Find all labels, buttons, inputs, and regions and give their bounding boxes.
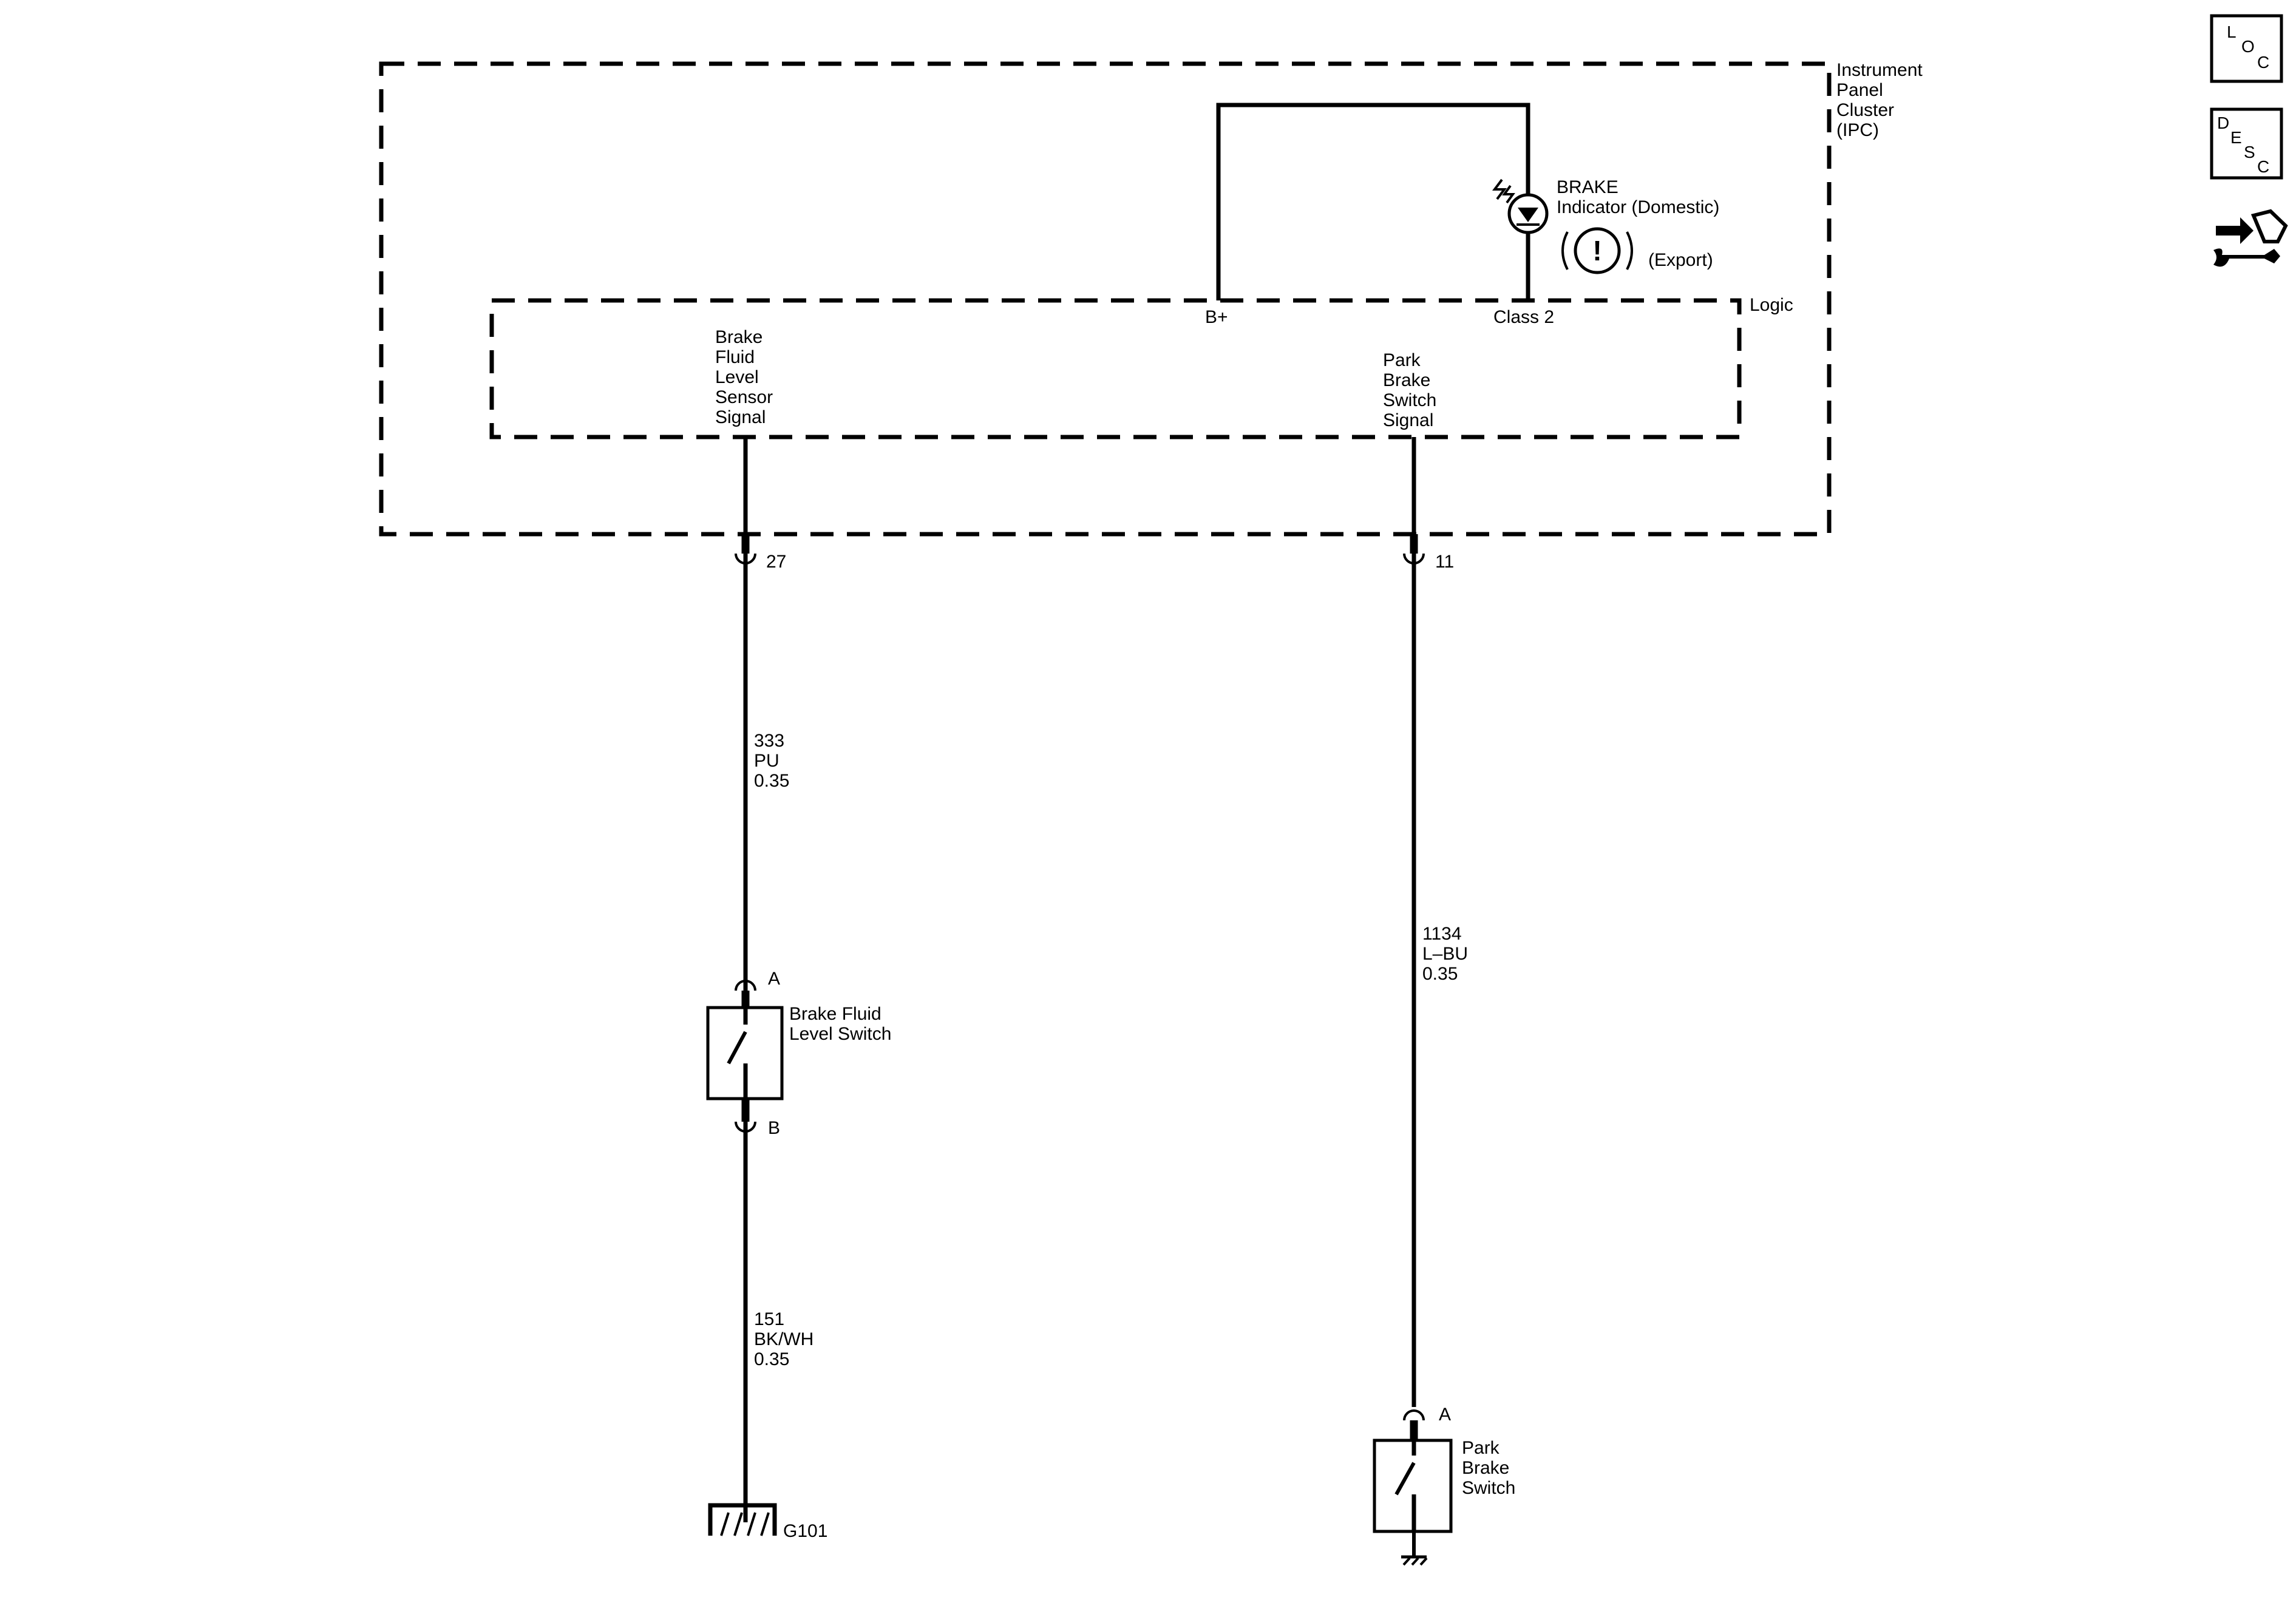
wire-1134-circuit: 1134 (1422, 924, 1462, 944)
loc-button[interactable]: L O C (2210, 14, 2283, 83)
indicator-circuit-loop (1216, 103, 1530, 300)
wire-1134-color: L–BU (1422, 944, 1468, 964)
park-brake-switch-pin-a: A (1439, 1405, 1451, 1425)
class2-terminal: Class 2 (1493, 307, 1554, 327)
desc-button[interactable]: D E S C (2210, 107, 2283, 180)
brake-warning-symbol: ! (1592, 235, 1601, 266)
logic-label: Logic (1750, 295, 1793, 315)
brake-fluid-switch-pin-b: B (768, 1118, 780, 1138)
brake-fluid-signal-line2: Fluid (715, 347, 755, 367)
desc-letter-d: D (2217, 114, 2229, 132)
indicator-title: BRAKE (1557, 177, 1618, 197)
brake-fluid-switch-connector-a (735, 980, 756, 1008)
desc-letter-e: E (2230, 128, 2242, 147)
park-brake-signal-line2: Brake (1383, 370, 1430, 390)
ipc-label-line1: Instrument (1836, 60, 1923, 80)
wire-333-gauge: 0.35 (754, 771, 789, 791)
wire-151-circuit: 151 (754, 1309, 784, 1329)
desc-letter-c: C (2257, 157, 2269, 176)
ipc-label-line3: Cluster (1836, 100, 1894, 120)
indicator-domestic: Indicator (Domestic) (1557, 197, 1719, 217)
connector-27 (735, 534, 756, 564)
ground-icon (708, 1503, 777, 1536)
park-brake-signal-line1: Park (1383, 350, 1421, 370)
brake-fluid-signal-line5: Signal (715, 407, 766, 427)
brake-fluid-signal-line1: Brake (715, 327, 763, 347)
park-brake-switch-label-line3: Switch (1462, 1478, 1515, 1498)
desc-letter-s: S (2244, 143, 2255, 161)
park-brake-signal-line4: Signal (1383, 410, 1433, 430)
connector-27-label: 27 (766, 552, 786, 572)
logic-block-outline (489, 298, 1742, 439)
led-indicator-icon (1492, 178, 1549, 234)
ipc-label-line4: (IPC) (1836, 120, 1879, 140)
wire-333-circuit: 333 (754, 731, 784, 751)
ipc-module-outline (379, 61, 1832, 537)
park-brake-signal-line3: Switch (1383, 390, 1436, 410)
park-brake-switch-connector-a (1403, 1409, 1425, 1440)
brake-fluid-switch-label-line2: Level Switch (789, 1024, 891, 1044)
wire-151-gauge: 0.35 (754, 1349, 789, 1369)
brake-fluid-signal-line3: Level (715, 367, 759, 387)
bplus-terminal: B+ (1205, 307, 1228, 327)
park-brake-switch-label-line1: Park (1462, 1438, 1500, 1458)
connector-11-label: 11 (1435, 552, 1454, 572)
brake-fluid-switch-pin-a: A (768, 969, 780, 989)
brake-fluid-signal-line4: Sensor (715, 387, 773, 407)
loc-letter-l: L (2227, 22, 2237, 41)
connector-11 (1403, 534, 1425, 564)
brake-warning-icon: ! (1561, 227, 1633, 274)
wire-151-color: BK/WH (754, 1329, 813, 1349)
indicator-export: (Export) (1648, 250, 1713, 270)
brake-fluid-switch-label-line1: Brake Fluid (789, 1004, 881, 1024)
ipc-label-line2: Panel (1836, 80, 1883, 100)
wire-333-color: PU (754, 751, 779, 771)
connector-wrench-icon[interactable] (2213, 209, 2288, 267)
ground-label: G101 (783, 1521, 827, 1541)
wire-1134-gauge: 0.35 (1422, 964, 1458, 984)
park-brake-switch-label-line2: Brake (1462, 1458, 1509, 1478)
brake-fluid-switch-icon (706, 1006, 784, 1100)
loc-letter-o: O (2241, 37, 2255, 56)
loc-letter-c: C (2257, 53, 2269, 72)
park-brake-switch-icon (1373, 1439, 1453, 1566)
